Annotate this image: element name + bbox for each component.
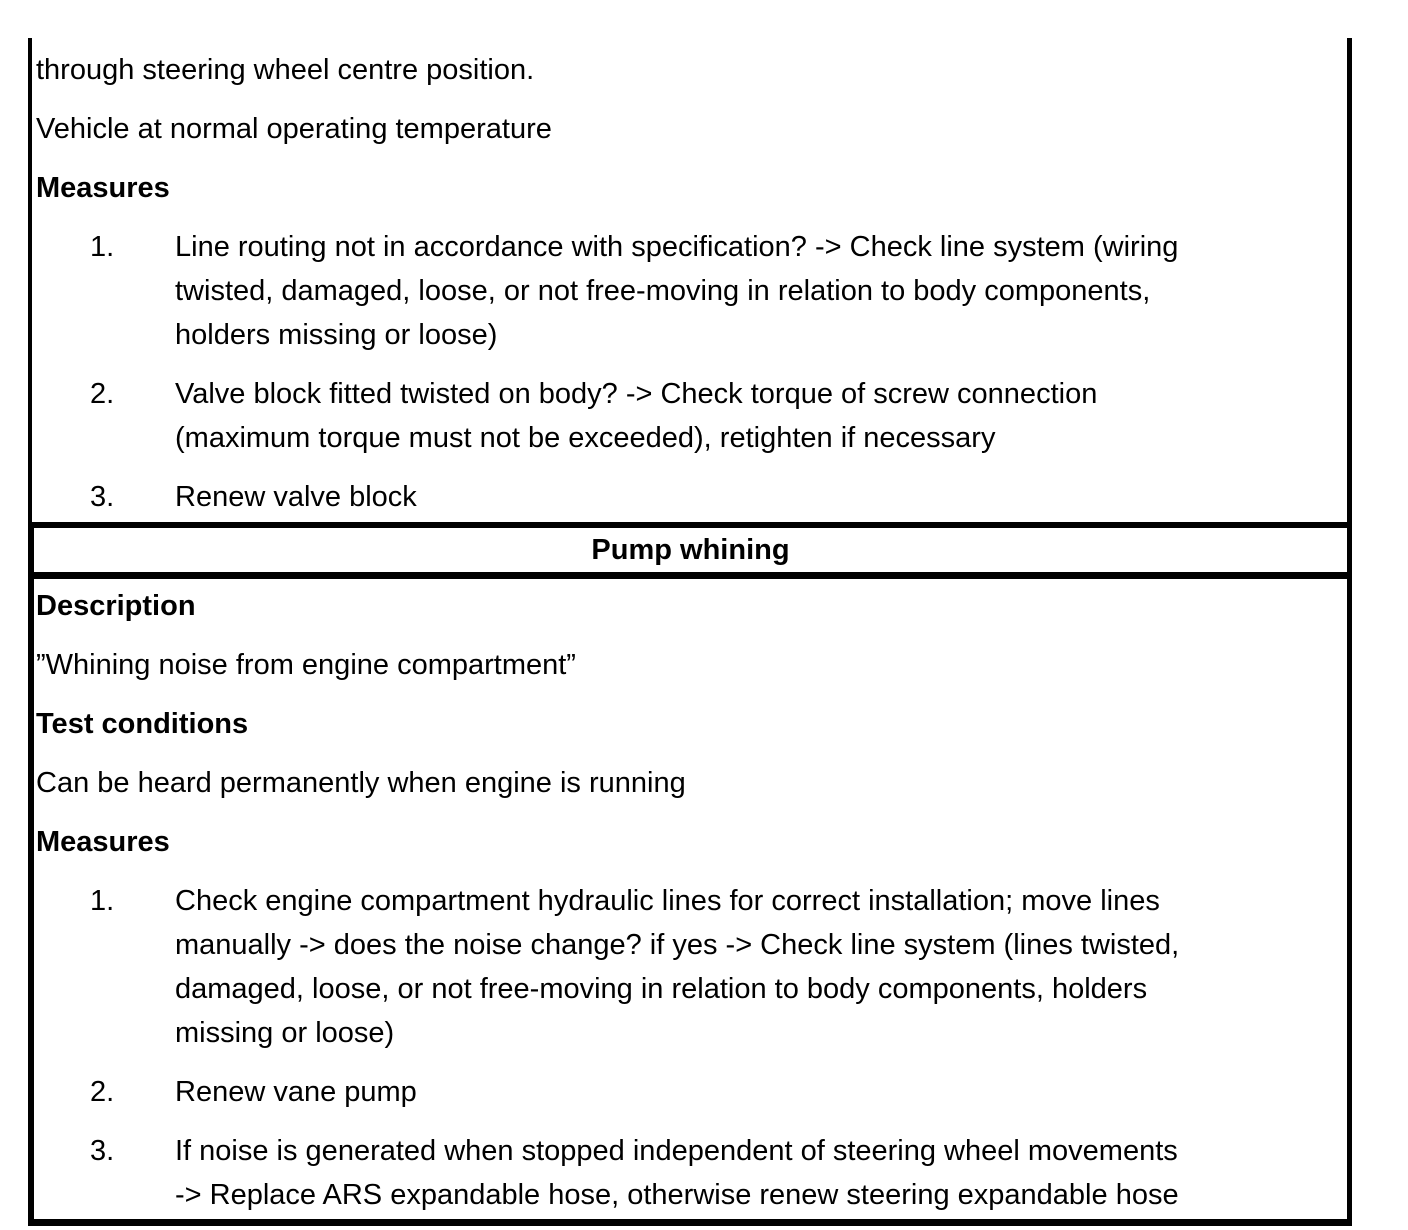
- list-item-number: 2.: [90, 378, 115, 410]
- measures-heading: Measures: [36, 172, 170, 204]
- list-item-text: Renew valve block: [175, 481, 417, 513]
- list-item-number: 1.: [90, 231, 115, 263]
- measure-item: 1. Check engine compartment hydraulic li…: [36, 879, 1341, 1055]
- description-heading: Description: [36, 590, 196, 622]
- measure-item: 2. Valve block fitted twisted on body? -…: [36, 372, 1341, 460]
- symptom-title-row: Pump whining: [28, 522, 1352, 579]
- measure-item: 1. Line routing not in accordance with s…: [36, 225, 1341, 357]
- measure-item: 3. Renew valve block: [36, 475, 1341, 519]
- pump-whining-section: Description ”Whining noise from engine c…: [28, 579, 1352, 1226]
- list-item-text: Check engine compartment hydraulic lines…: [175, 885, 1180, 1049]
- list-item-number: 3.: [90, 1135, 115, 1167]
- list-item-number: 3.: [90, 481, 115, 513]
- list-item-text: Renew vane pump: [175, 1076, 417, 1108]
- measure-item: 3. If noise is generated when stopped in…: [36, 1129, 1341, 1217]
- test-condition-paragraph: through steering wheel centre position.: [36, 54, 535, 86]
- measures-heading: Measures: [36, 826, 170, 858]
- description-text: ”Whining noise from engine compartment”: [36, 649, 576, 681]
- previous-symptom-continuation-section: through steering wheel centre position. …: [28, 38, 1352, 522]
- list-item-number: 2.: [90, 1076, 115, 1108]
- list-item-text: If noise is generated when stopped indep…: [175, 1135, 1179, 1211]
- measure-item: 2. Renew vane pump: [36, 1070, 1341, 1114]
- list-item-text: Line routing not in accordance with spec…: [175, 231, 1179, 351]
- test-conditions-text: Can be heard permanently when engine is …: [36, 767, 686, 799]
- list-item-text: Valve block fitted twisted on body? -> C…: [175, 378, 1098, 454]
- service-manual-page: through steering wheel centre position. …: [28, 38, 1352, 1226]
- list-item-number: 1.: [90, 885, 115, 917]
- test-condition-paragraph: Vehicle at normal operating temperature: [36, 113, 552, 145]
- test-conditions-heading: Test conditions: [36, 708, 249, 740]
- symptom-title: Pump whining: [591, 534, 790, 566]
